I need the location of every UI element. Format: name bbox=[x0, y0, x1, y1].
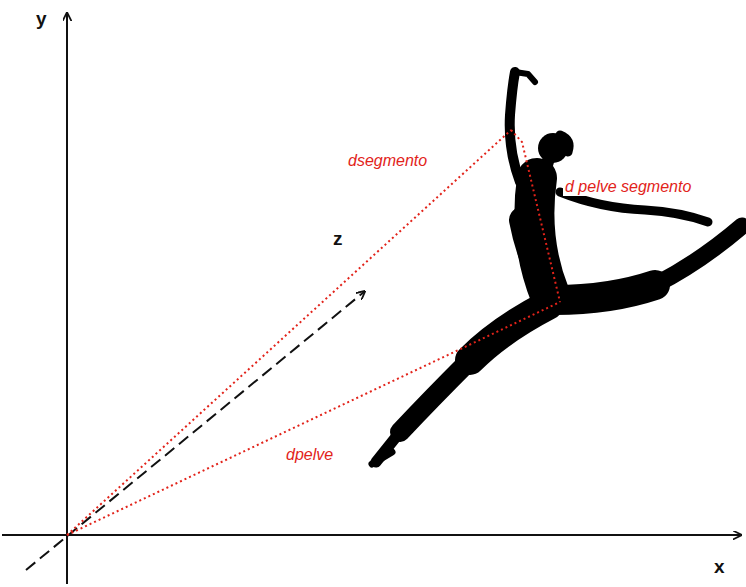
distance-label: d pelve segmento bbox=[563, 178, 693, 196]
distance-label: dpelve bbox=[286, 446, 333, 464]
axis-label: y bbox=[36, 8, 47, 30]
dancer-silhouette bbox=[372, 72, 742, 464]
distance-lines bbox=[67, 130, 560, 535]
x-axis bbox=[2, 534, 740, 536]
y-axis bbox=[66, 14, 68, 584]
distance-label: dsegmento bbox=[348, 152, 427, 170]
axis-label: x bbox=[714, 556, 725, 578]
z-axis bbox=[26, 292, 364, 570]
axis-label: z bbox=[333, 228, 343, 250]
